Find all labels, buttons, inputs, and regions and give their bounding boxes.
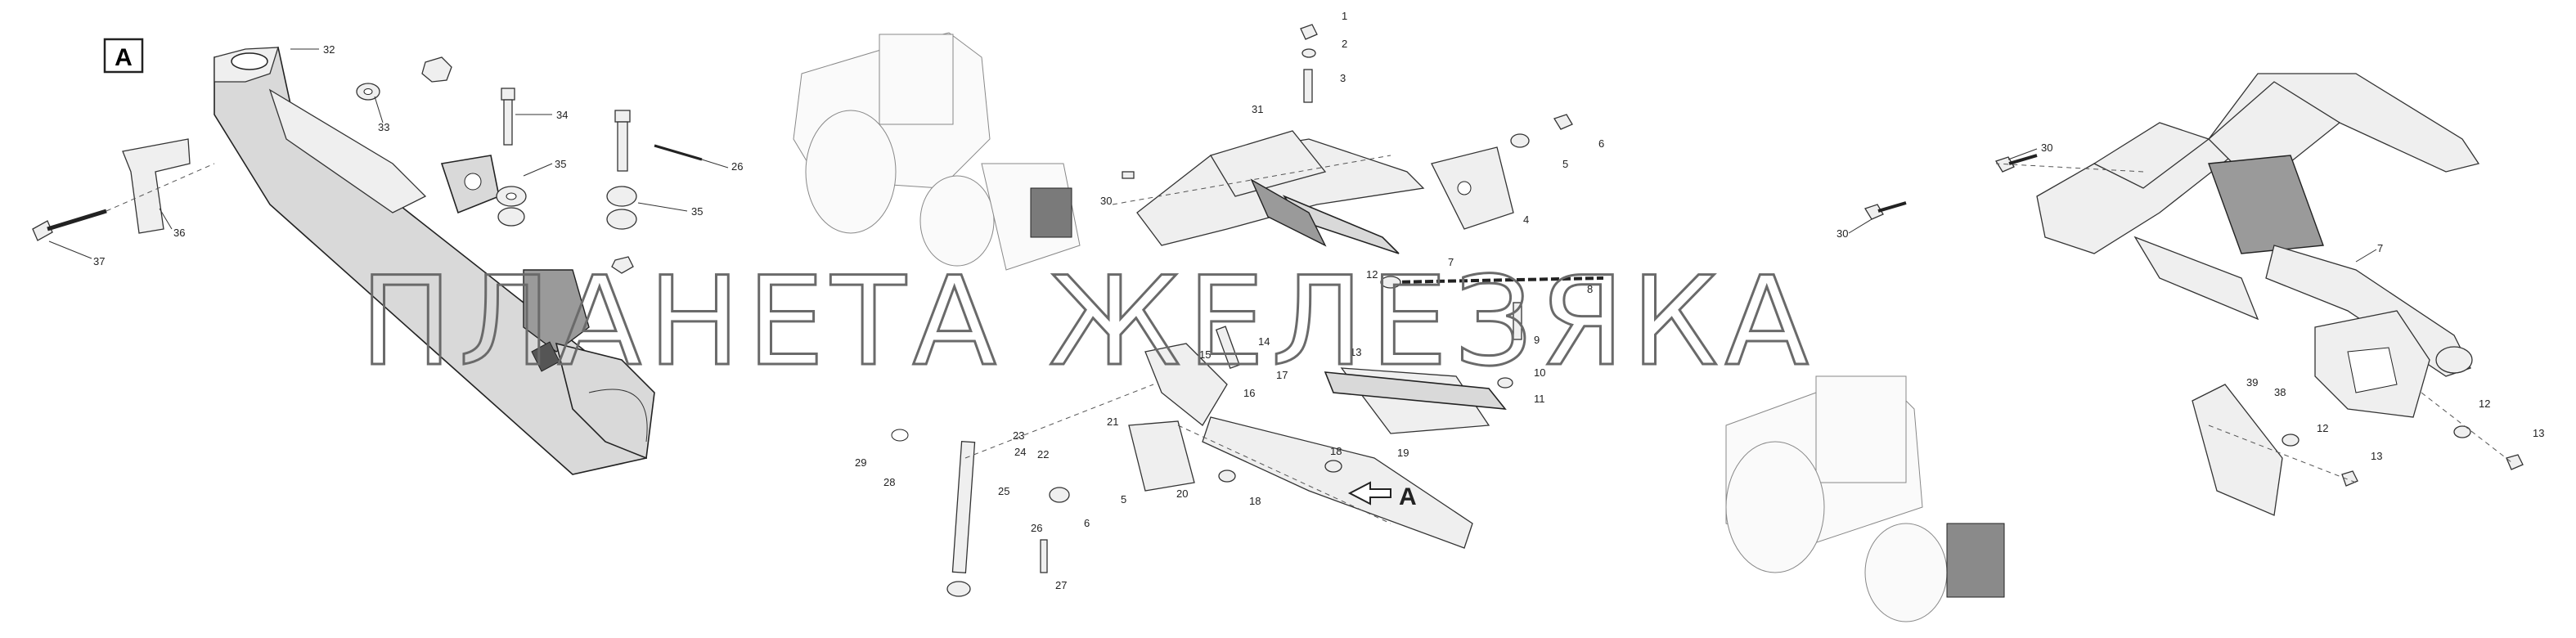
nut-32 — [421, 56, 452, 83]
callout-1: 1 — [1342, 10, 1347, 22]
callout-12-right-b: 12 — [2479, 398, 2490, 410]
bracket-36 — [122, 138, 191, 234]
callout-14: 14 — [1258, 335, 1270, 348]
callout-29: 29 — [855, 456, 866, 469]
callout-6: 6 — [1598, 137, 1604, 150]
callout-39: 39 — [2246, 376, 2258, 389]
callout-12-right-a: 12 — [2317, 422, 2328, 434]
cotter-26 — [654, 144, 703, 161]
callout-17: 17 — [1276, 369, 1288, 381]
callout-7: 7 — [1448, 256, 1454, 268]
callout-8: 8 — [1587, 283, 1593, 295]
callout-35a: 35 — [555, 158, 566, 170]
callout-7-right: 7 — [2377, 242, 2383, 254]
watermark: ПЛАНЕТА ЖЕЛЕЗЯКА — [360, 251, 1815, 393]
bracket-38 — [2314, 310, 2430, 418]
callout-4: 4 — [1523, 213, 1529, 226]
callout-15: 15 — [1199, 348, 1211, 361]
chain-8 — [1380, 276, 1604, 289]
view-arrow-a: A — [1347, 481, 1417, 510]
callout-18b: 18 — [1249, 495, 1261, 507]
callout-6-center: 6 — [1084, 517, 1090, 529]
eye-35 — [496, 186, 527, 227]
lower-link-center — [1128, 343, 1507, 549]
pin-35 — [606, 110, 637, 274]
lift-arm-assembly-right — [2036, 73, 2480, 377]
small-fasteners-center — [891, 24, 1573, 573]
callout-21: 21 — [1107, 416, 1118, 428]
callout-27: 27 — [1055, 579, 1067, 591]
view-marker-box — [103, 38, 144, 74]
callout-38: 38 — [2274, 386, 2286, 398]
callout-11: 11 — [1534, 393, 1545, 405]
callout-20: 20 — [1176, 487, 1188, 500]
callout-16: 16 — [1243, 387, 1255, 399]
callout-13-right-b: 13 — [2533, 427, 2544, 439]
callout-22: 22 — [1037, 448, 1049, 461]
callout-32: 32 — [323, 43, 335, 56]
callout-24: 24 — [1014, 446, 1026, 458]
callout-5-center: 5 — [1121, 493, 1126, 505]
callout-30-right-a: 30 — [2041, 142, 2052, 154]
callout-5: 5 — [1562, 158, 1568, 170]
callout-25: 25 — [998, 485, 1009, 497]
callout-36: 36 — [173, 227, 185, 239]
lift-rod-25 — [946, 440, 976, 597]
right-assembled-view: 30 30 7 38 39 12 12 13 13 — [1725, 73, 2544, 622]
view-arrow-label: A — [1399, 483, 1417, 510]
callout-13-right-a: 13 — [2371, 450, 2382, 462]
callout-34: 34 — [556, 109, 568, 121]
washer-33 — [356, 83, 380, 101]
guard-39 — [2192, 384, 2283, 516]
callout-37: 37 — [93, 255, 105, 267]
callout-26: 26 — [731, 160, 743, 173]
bolt-34 — [501, 88, 515, 146]
callout-35b: 35 — [691, 205, 703, 218]
callout-13: 13 — [1350, 346, 1361, 358]
tractor-outline-center — [793, 32, 1081, 271]
callout-9: 9 — [1534, 334, 1540, 346]
callout-18a: 18 — [1330, 445, 1342, 457]
view-marker-label: A — [115, 44, 133, 71]
bolt-37 — [32, 209, 107, 241]
callout-19: 19 — [1397, 447, 1409, 459]
callout-30: 30 — [1100, 195, 1112, 207]
callout-28: 28 — [883, 476, 895, 488]
callout-3: 3 — [1340, 72, 1346, 84]
callout-26-center: 26 — [1031, 522, 1042, 534]
tractor-outline-right — [1725, 375, 2005, 622]
callout-10: 10 — [1534, 366, 1545, 379]
callout-30-right-b: 30 — [1836, 227, 1848, 240]
callout-2: 2 — [1342, 38, 1347, 50]
lift-arms — [1136, 130, 1514, 254]
lower-link-beam — [214, 47, 655, 475]
callout-33: 33 — [378, 121, 389, 133]
callout-23: 23 — [1013, 429, 1024, 442]
callout-31: 31 — [1252, 103, 1263, 115]
center-exploded-view: A 1 2 3 31 6 5 4 30 7 8 9 10 11 12 13 14… — [793, 10, 1604, 597]
callout-12: 12 — [1366, 268, 1378, 281]
left-detail-view: A — [32, 38, 743, 475]
